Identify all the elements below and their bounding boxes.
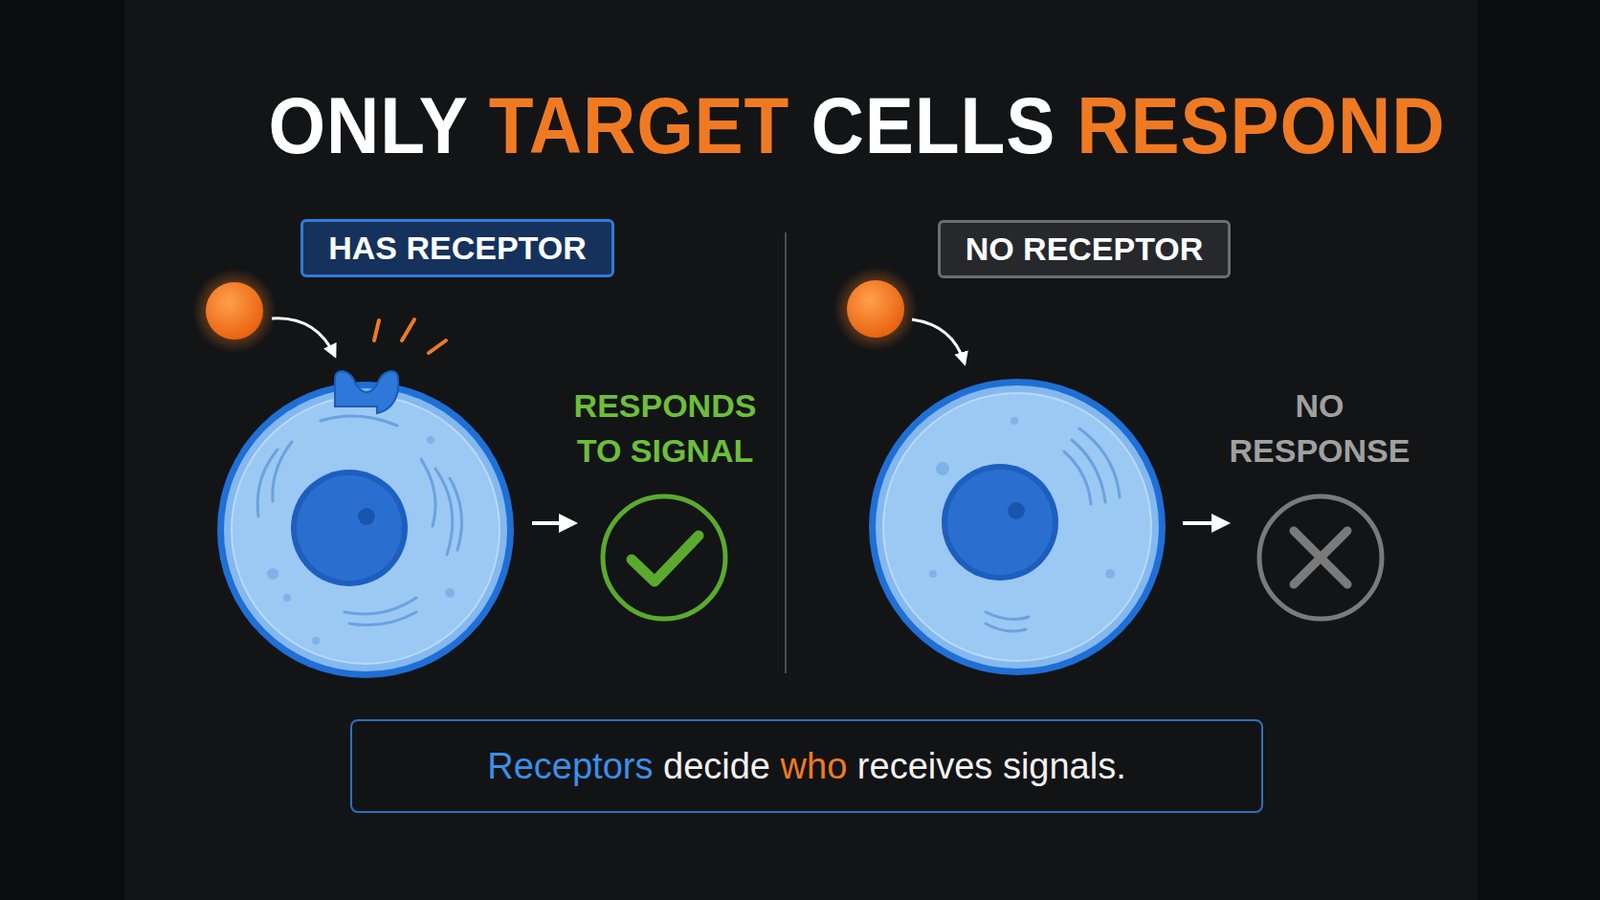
result-label: NO RESPONSE — [1214, 383, 1425, 474]
label-box: NO RECEPTOR — [937, 220, 1232, 279]
result-label: RESPONDS TO SIGNAL — [559, 383, 771, 474]
arrow — [532, 521, 575, 526]
box-text: NO RECEPTOR — [965, 230, 1204, 267]
cross-icon — [1259, 496, 1382, 620]
label-box: HAS RECEPTOR — [300, 219, 615, 278]
arrow — [1182, 521, 1227, 526]
non-target-cell — [833, 266, 1166, 676]
signal-molecule — [205, 282, 264, 340]
check-icon — [602, 496, 726, 620]
title: ONLY TARGET CELLS RESPOND — [267, 79, 1445, 173]
target-cell — [192, 268, 514, 679]
box-text: HAS RECEPTOR — [328, 229, 587, 267]
caption: Receptors decide who receives signals. — [487, 746, 1127, 788]
divider — [784, 232, 787, 674]
signal-molecule — [846, 280, 905, 338]
receptor — [334, 371, 399, 414]
panel — [124, 0, 1478, 900]
